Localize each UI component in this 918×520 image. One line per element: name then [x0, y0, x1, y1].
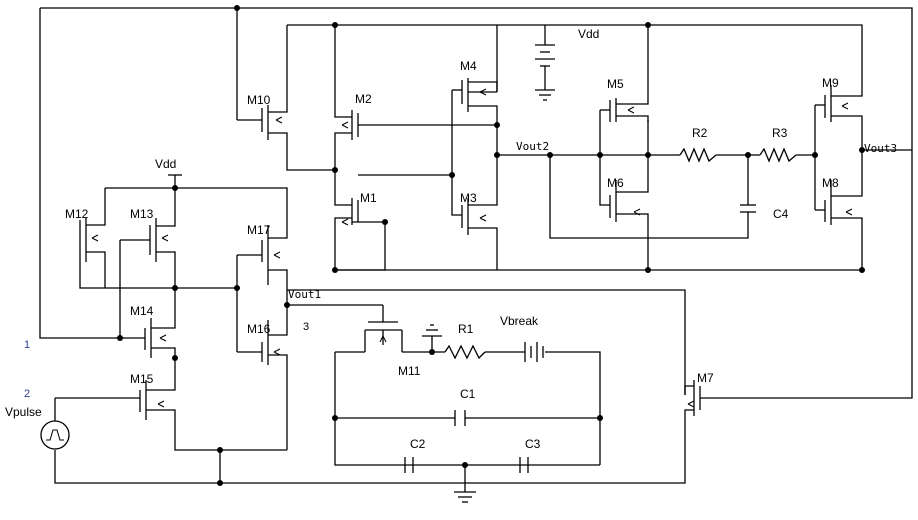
mosfet-m13 — [120, 218, 175, 262]
resistor-r2 — [680, 149, 716, 161]
label-m17: M17 — [247, 223, 271, 237]
label-m14: M14 — [130, 304, 154, 318]
label-c1: C1 — [460, 387, 476, 401]
ground-symbol-main — [454, 490, 476, 502]
resistor-r1 — [445, 346, 485, 358]
label-m10: M10 — [247, 93, 271, 107]
label-m2: M2 — [355, 92, 372, 106]
component-labels: Vdd Vdd M1 M2 M3 M4 M5 M6 M7 M8 M9 M10 M… — [5, 27, 897, 451]
mosfet-m4 — [462, 78, 497, 112]
wiring — [40, 8, 912, 490]
label-node-2: 2 — [24, 388, 30, 400]
label-r3: R3 — [772, 126, 788, 140]
label-vout2: Vout2 — [516, 140, 549, 153]
label-r2: R2 — [692, 126, 708, 140]
label-m13: M13 — [130, 207, 154, 221]
label-m8: M8 — [822, 176, 839, 190]
label-m5: M5 — [607, 77, 624, 91]
label-m12: M12 — [65, 207, 89, 221]
label-c4: C4 — [773, 207, 789, 221]
vbreak-battery-source — [525, 342, 543, 362]
label-node-3: 3 — [303, 321, 309, 333]
label-m1: M1 — [360, 191, 377, 205]
label-c3: C3 — [525, 437, 541, 451]
mosfet-m12 — [80, 218, 105, 262]
label-vout3: Vout3 — [864, 142, 897, 155]
mosfet-m10 — [262, 105, 287, 140]
mosfet-m15 — [140, 380, 175, 420]
mosfet-m5 — [610, 98, 648, 122]
mosfet-m14 — [120, 318, 175, 358]
label-vpulse: Vpulse — [5, 405, 42, 419]
label-r1: R1 — [458, 322, 474, 336]
label-vbreak: Vbreak — [500, 314, 539, 328]
label-vdd-top: Vdd — [578, 27, 599, 41]
label-node-1: 1 — [24, 339, 30, 351]
ground-symbol-m11 — [422, 325, 442, 340]
label-m4: M4 — [460, 59, 477, 73]
mosfet-m9 — [825, 85, 862, 122]
label-m9: M9 — [822, 76, 839, 90]
label-m11: M11 — [398, 364, 421, 378]
label-c2: C2 — [410, 437, 426, 451]
label-m6: M6 — [607, 176, 624, 190]
label-vdd-left: Vdd — [155, 157, 176, 171]
resistor-r3 — [760, 149, 796, 161]
vdd-battery-source — [535, 25, 555, 100]
vpulse-source — [41, 398, 69, 449]
mosfet-m7 — [685, 380, 700, 420]
mosfet-m11 — [365, 322, 402, 352]
label-m16: M16 — [247, 322, 271, 336]
label-m15: M15 — [130, 372, 154, 386]
label-m7: M7 — [697, 371, 714, 385]
capacitor-c4 — [740, 205, 756, 218]
label-m3: M3 — [460, 191, 477, 205]
label-vout1: Vout1 — [288, 288, 321, 301]
junction-dots — [117, 5, 865, 486]
mosfet-m2 — [335, 110, 358, 140]
capacitor-c1 — [455, 410, 465, 426]
